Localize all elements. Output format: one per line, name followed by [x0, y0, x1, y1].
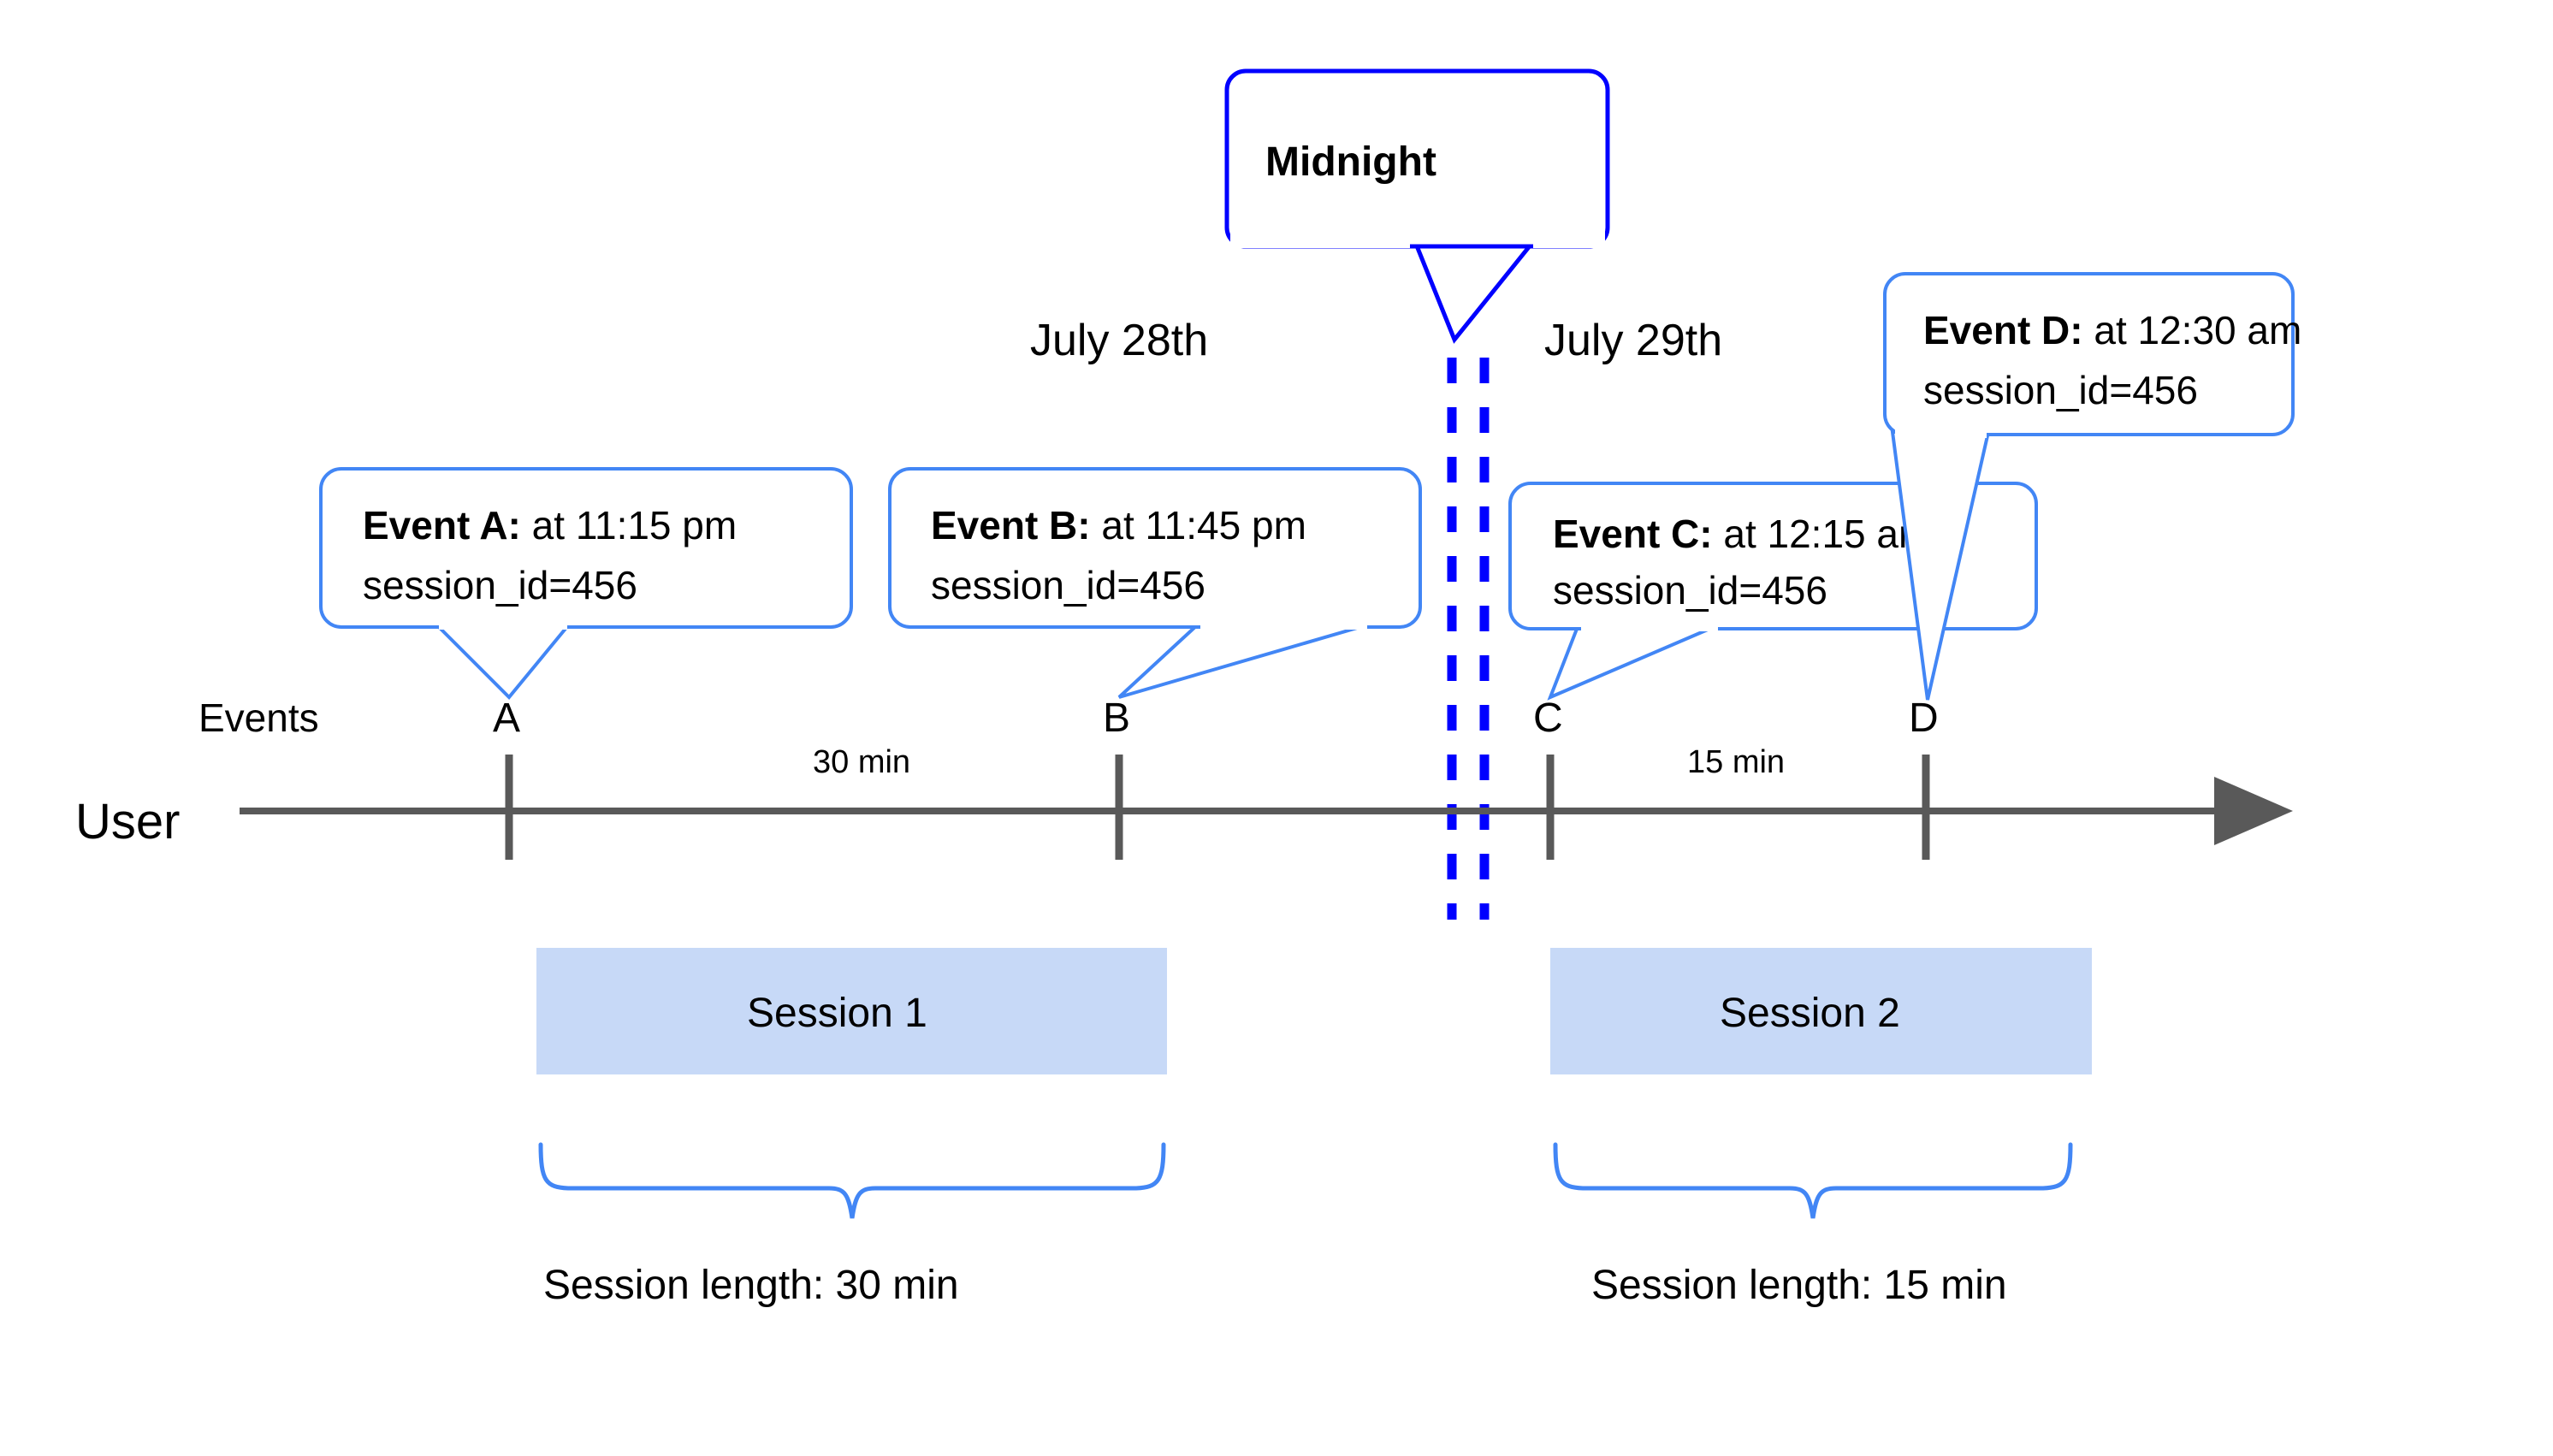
event-b-tail-mask	[1200, 611, 1367, 630]
event-d-callout-box	[1883, 272, 2295, 436]
event-b-time: at 11:45 pm	[1091, 503, 1306, 547]
event-marker-b: B	[1103, 695, 1130, 741]
event-d-session-id: session_id=456	[1923, 368, 2198, 412]
event-c-tail-mask	[1581, 613, 1718, 631]
date-july-29: July 29th	[1544, 316, 1722, 365]
event-a-line-1: Event A: at 11:15 pm	[363, 503, 737, 547]
event-b-session-id: session_id=456	[931, 563, 1205, 607]
midnight-label: Midnight	[1265, 139, 1436, 185]
event-d-callout: Event D: at 12:30 am session_id=456	[1883, 272, 2301, 701]
midnight-divider	[1447, 358, 1490, 920]
event-b-callout-tail	[1117, 623, 1370, 699]
event-b-callout-box	[888, 467, 1422, 629]
duration-c-to-d: 15 min	[1687, 744, 1785, 780]
midnight-tail-mask-right	[1533, 229, 1605, 248]
session-1-length-label: Session length: 30 min	[543, 1263, 959, 1308]
event-a-bold: Event A:	[363, 503, 521, 547]
event-a-callout-box	[319, 467, 853, 629]
session-2-bar	[1550, 948, 2092, 1074]
session-1-group: Session 1 Session length: 30 min	[536, 948, 1167, 1308]
event-marker-c: C	[1533, 695, 1563, 741]
event-d-time: at 12:30 am	[2083, 308, 2302, 352]
timeline-axis	[240, 755, 2293, 860]
event-c-bold: Event C:	[1553, 512, 1713, 556]
duration-a-to-b: 30 min	[813, 744, 910, 780]
event-a-callout-tail	[432, 623, 573, 700]
event-d-line-1: Event D: at 12:30 am	[1923, 308, 2301, 352]
midnight-callout-box	[1224, 68, 1610, 249]
session-1-brace	[538, 1142, 1166, 1219]
event-marker-a: A	[493, 695, 520, 741]
midnight-callout: Midnight	[1224, 68, 1610, 344]
event-c-callout-tail	[1547, 623, 1721, 701]
midnight-tail-mask-left	[1230, 229, 1410, 248]
session-1-label: Session 1	[747, 991, 927, 1036]
event-b-line-1: Event B: at 11:45 pm	[931, 503, 1306, 547]
midnight-callout-tail	[1413, 241, 1537, 344]
session-2-length-label: Session length: 15 min	[1591, 1263, 2007, 1308]
event-a-tail-mask	[439, 611, 567, 630]
session-2-group: Session 2 Session length: 15 min	[1550, 948, 2092, 1308]
event-a-time: at 11:15 pm	[521, 503, 737, 547]
event-d-tail-mask	[1895, 419, 1987, 438]
timeline-arrow-head	[2214, 777, 2293, 845]
event-b-bold: Event B:	[931, 503, 1091, 547]
event-d-bold: Event D:	[1923, 308, 2083, 352]
session-2-brace	[1553, 1142, 2073, 1219]
event-c-session-id: session_id=456	[1553, 568, 1827, 613]
event-marker-d: D	[1909, 695, 1939, 741]
row-label-user: User	[75, 794, 180, 849]
event-c-line-1: Event C: at 12:15 am	[1553, 512, 1931, 556]
row-label-events: Events	[198, 695, 319, 740]
event-c-time: at 12:15 am	[1713, 512, 1932, 556]
event-a-session-id: session_id=456	[363, 563, 637, 607]
date-july-28: July 28th	[1030, 316, 1208, 365]
session-2-label: Session 2	[1720, 991, 1900, 1036]
session-1-bar	[536, 948, 1167, 1074]
event-a-callout: Event A: at 11:15 pm session_id=456	[319, 467, 853, 700]
event-b-callout: Event B: at 11:45 pm session_id=456	[888, 467, 1422, 699]
